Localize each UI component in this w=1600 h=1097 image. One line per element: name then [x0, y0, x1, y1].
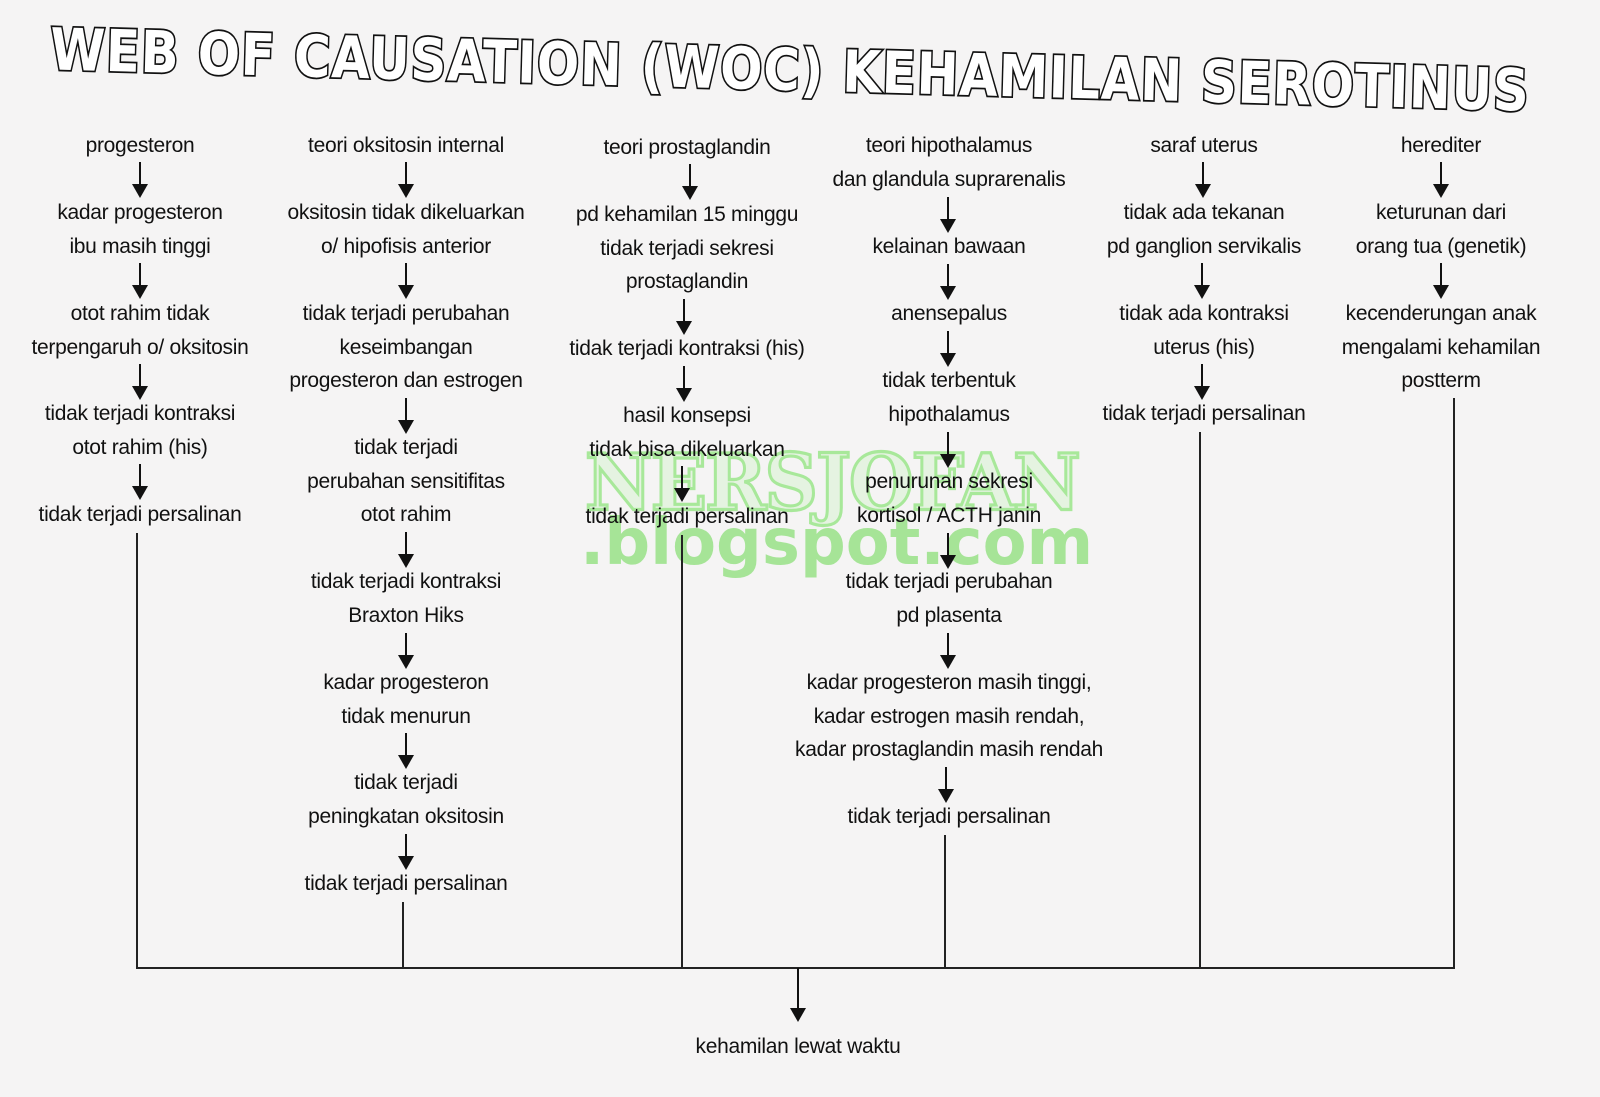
node-tidak-perubahan-plasenta: tidak terjadi perubahan pd plasenta — [845, 570, 1053, 627]
diagram-title: WEB OF CAUSATION (WOC) KEHAMILAN SEROTIN… — [40, 14, 1540, 127]
node-otot-rahim-tidak-terpengaruh: otot rahim tidak terpengaruh o/ oksitosi… — [31, 302, 249, 359]
node-teori-prostaglandin: teori prostaglandin — [603, 136, 771, 159]
connector-line — [1453, 398, 1455, 969]
node-tidak-persalinan-2: tidak terjadi persalinan — [304, 872, 508, 895]
merge-line — [136, 967, 1455, 969]
node-penurunan-sekresi-kortisol: penurunan sekresi kortisol / ACTH janin — [857, 470, 1041, 527]
connector-line — [681, 535, 683, 969]
node-tidak-perubahan-keseimbangan: tidak terjadi perubahan keseimbangan pro… — [289, 302, 523, 392]
node-progesteron: progesteron — [85, 134, 195, 157]
connector-line — [136, 533, 138, 969]
connector-line — [1199, 432, 1201, 969]
node-hasil-konsepsi: hasil konsepsi tidak bisa dikeluarkan — [589, 404, 785, 461]
node-tidak-persalinan-1: tidak terjadi persalinan — [38, 503, 242, 526]
connector-line — [944, 835, 946, 969]
node-keturunan-genetik: keturunan dari orang tua (genetik) — [1355, 201, 1527, 258]
node-teori-hipothalamus: teori hipothalamus dan glandula supraren… — [832, 134, 1066, 191]
node-15-minggu-tidak-sekresi: pd kehamilan 15 minggu tidak terjadi sek… — [575, 203, 799, 293]
node-tidak-terbentuk-hipothalamus: tidak terbentuk hipothalamus — [882, 369, 1016, 426]
node-saraf-uterus: saraf uterus — [1150, 134, 1258, 157]
node-progesteron-tidak-menurun: kadar progesteron tidak menurun — [323, 671, 489, 728]
node-kelainan-bawaan: kelainan bawaan — [872, 235, 1026, 258]
node-kecenderungan-postterm: kecenderungan anak mengalami kehamilan p… — [1341, 302, 1541, 392]
node-oksitosin-tidak-dikeluarkan: oksitosin tidak dikeluarkan o/ hipofisis… — [287, 201, 525, 258]
node-tidak-persalinan-5: tidak terjadi persalinan — [1102, 402, 1306, 425]
node-outcome-kehamilan-lewat-waktu: kehamilan lewat waktu — [695, 1035, 901, 1058]
node-herediter: herediter — [1400, 134, 1482, 157]
node-anensepalus: anensepalus — [891, 302, 1007, 325]
node-tidak-persalinan-4: tidak terjadi persalinan — [847, 805, 1051, 828]
node-tidak-kontraksi-braxton: tidak terjadi kontraksi Braxton Hiks — [310, 570, 502, 627]
node-tidak-kontraksi-his: tidak terjadi kontraksi otot rahim (his) — [44, 402, 236, 459]
node-tidak-perubahan-sensitifitas: tidak terjadi perubahan sensitifitas oto… — [307, 436, 505, 526]
node-teori-oksitosin: teori oksitosin internal — [308, 134, 504, 157]
node-tidak-kontraksi-his-3: tidak terjadi kontraksi (his) — [569, 337, 805, 360]
node-tidak-ada-kontraksi-uterus: tidak ada kontraksi uterus (his) — [1119, 302, 1289, 359]
node-kadar-progesteron-tinggi: kadar progesteron ibu masih tinggi — [57, 201, 223, 258]
node-tidak-persalinan-3: tidak terjadi persalinan — [585, 505, 789, 528]
node-tidak-peningkatan-oksitosin: tidak terjadi peningkatan oksitosin — [308, 771, 504, 828]
node-kadar-hormon: kadar progesteron masih tinggi, kadar es… — [795, 671, 1103, 761]
node-tidak-ada-tekanan: tidak ada tekanan pd ganglion servikalis — [1106, 201, 1302, 258]
connector-line — [402, 902, 404, 969]
